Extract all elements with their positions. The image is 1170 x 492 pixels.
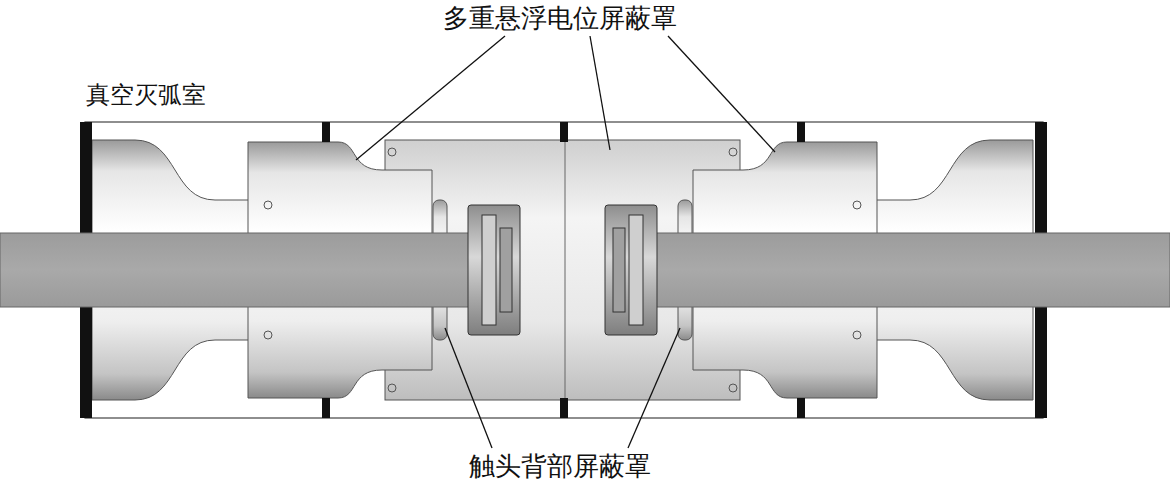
- chamber-label: 真空灭弧室: [86, 82, 206, 108]
- shield-label: 多重悬浮电位屏蔽罩: [443, 4, 677, 33]
- leader-lines: [356, 36, 775, 448]
- contact-shield-label: 触头背部屏蔽罩: [469, 452, 651, 481]
